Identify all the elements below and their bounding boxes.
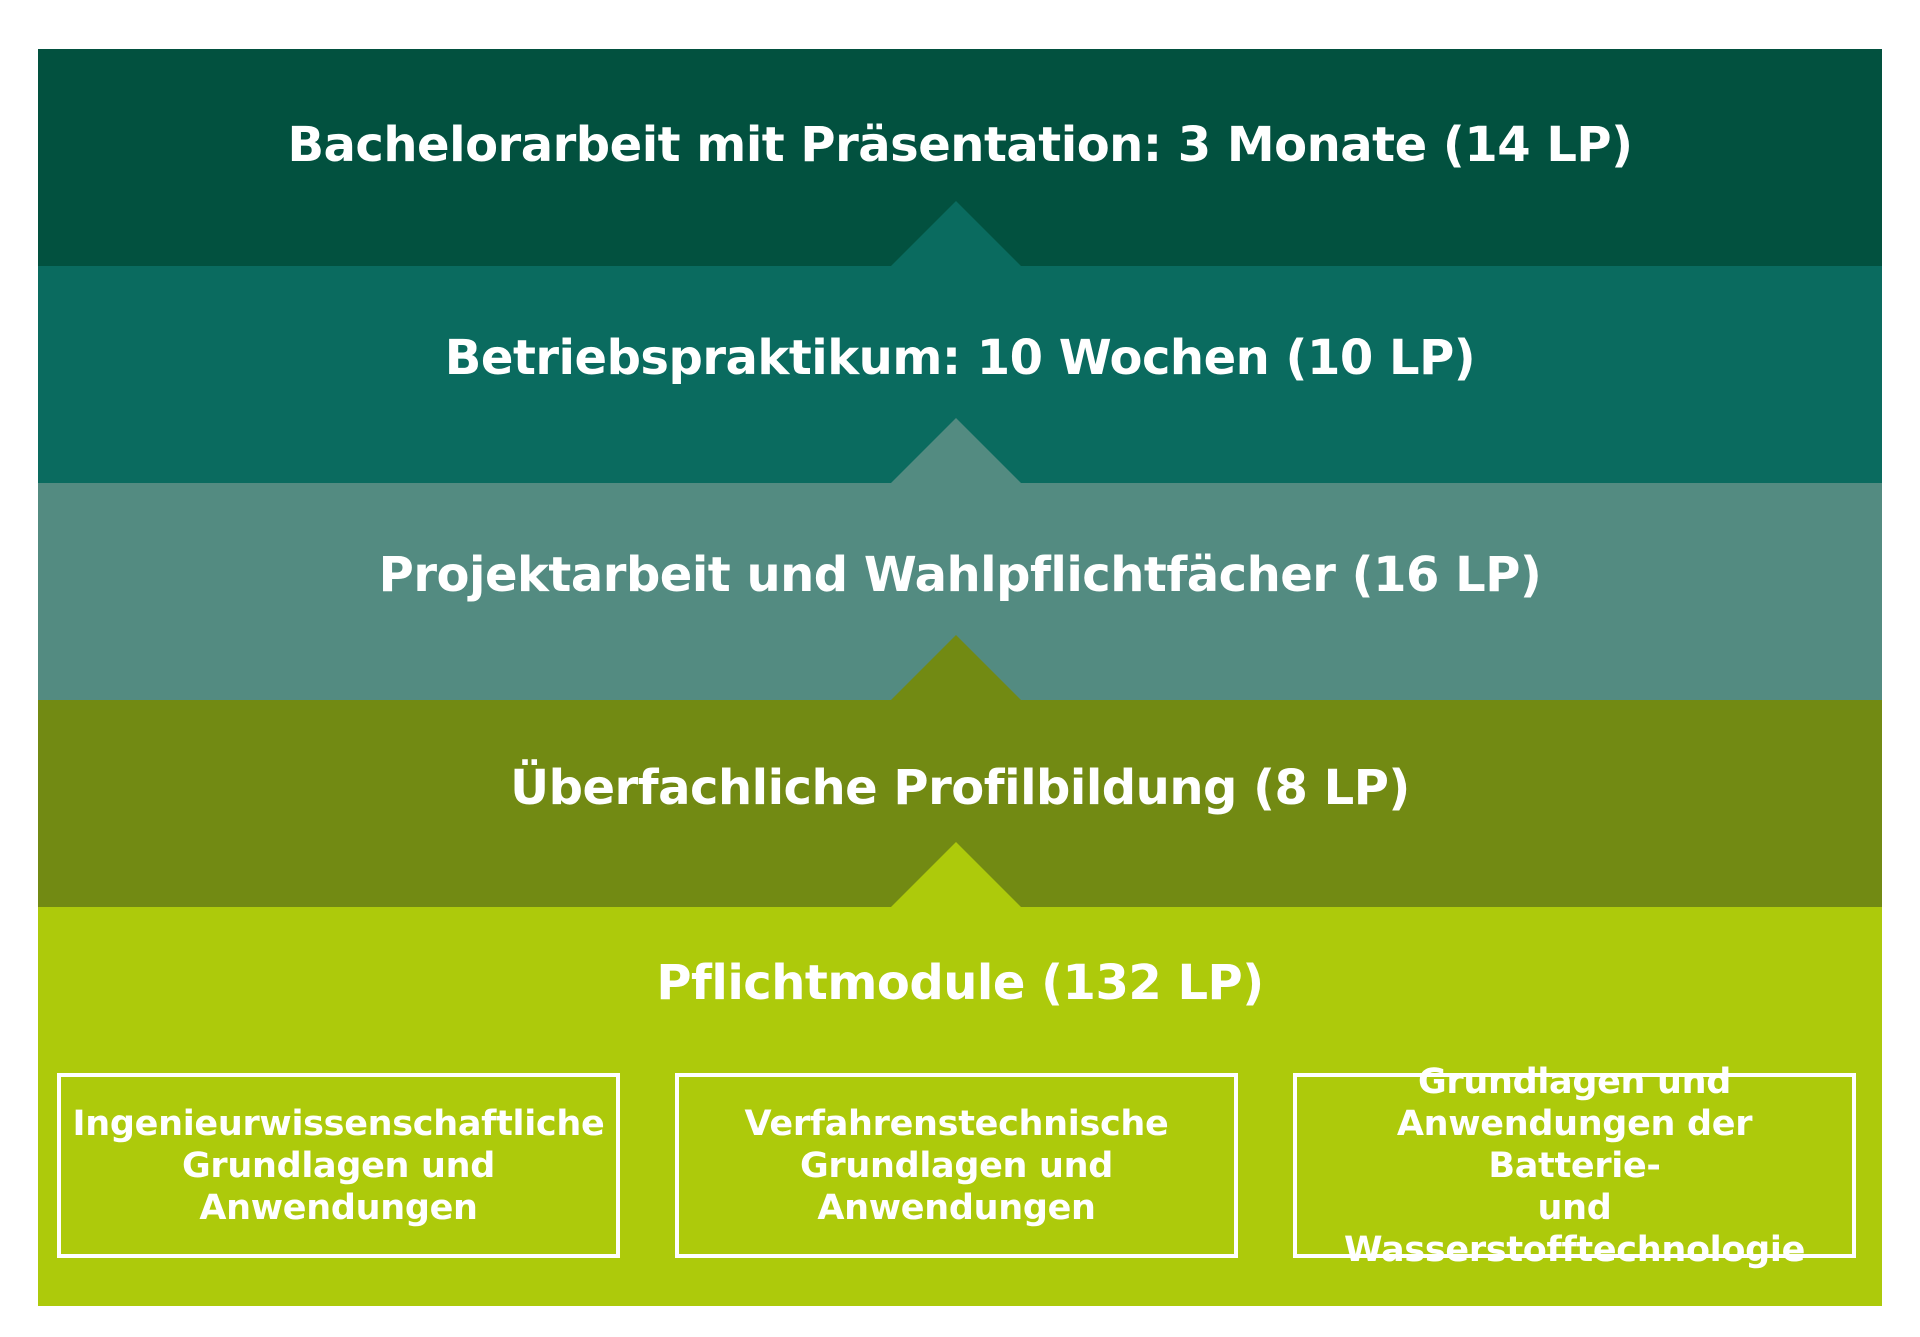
up-arrow-icon xyxy=(891,418,1021,483)
module-box-batterie: Grundlagen und Anwendungen der Batterie-… xyxy=(1293,1062,1856,1270)
module-box-verfahren: Verfahrenstechnische Grundlagen und Anwe… xyxy=(675,1073,1238,1258)
up-arrow-icon xyxy=(891,635,1021,700)
up-arrow-icon xyxy=(891,201,1021,266)
study-structure-diagram: Bachelorarbeit mit Präsentation: 3 Monat… xyxy=(38,49,1882,1306)
module-label: Verfahrenstechnische Grundlagen und Anwe… xyxy=(744,1103,1169,1228)
level-title: Überfachliche Profilbildung (8 LP) xyxy=(510,760,1410,816)
level-title: Bachelorarbeit mit Präsentation: 3 Monat… xyxy=(287,117,1633,173)
module-label: Ingenieurwissenschaftliche Grundlagen un… xyxy=(72,1103,605,1228)
level-pflichtmodule: Pflichtmodule (132 LP) Ingenieurwissensc… xyxy=(38,907,1882,1306)
level-title: Betriebspraktikum: 10 Wochen (10 LP) xyxy=(444,330,1476,386)
module-label: Grundlagen und Anwendungen der Batterie-… xyxy=(1343,1061,1806,1270)
level-title: Pflichtmodule (132 LP) xyxy=(656,955,1264,1011)
level-title: Projektarbeit und Wahlpflichtfächer (16 … xyxy=(378,547,1542,603)
level-profilbildung: Überfachliche Profilbildung (8 LP) xyxy=(38,700,1882,907)
up-arrow-icon xyxy=(891,842,1021,907)
module-box-ingenieur: Ingenieurwissenschaftliche Grundlagen un… xyxy=(57,1073,620,1258)
